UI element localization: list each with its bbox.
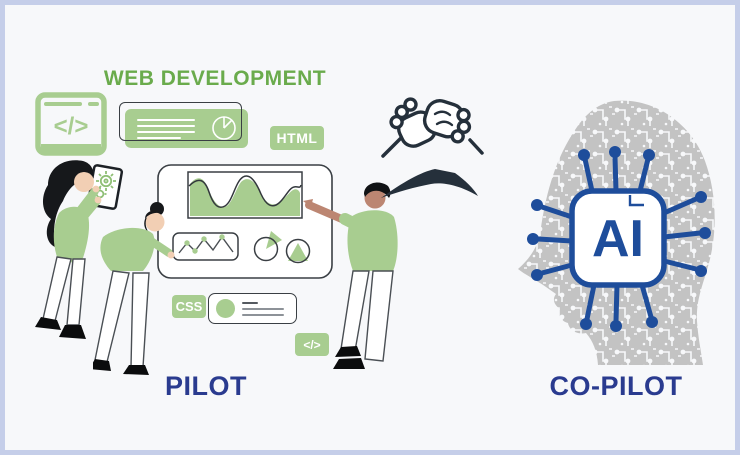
ai-circuit-head: AI [518,100,715,365]
shoes [93,359,149,375]
ai-chip-label: AI [592,210,644,268]
browser-code-glyph: </> [54,113,89,140]
handshake-icon [381,97,484,198]
head [364,187,386,209]
pin-dots [527,146,711,332]
torso [347,210,398,271]
banner-card [125,109,248,148]
torso [100,227,155,271]
head [74,172,94,192]
contact-text-lines [242,301,289,316]
hair [364,182,391,198]
avatar-dot [216,299,235,318]
code-badge: </> [295,333,329,356]
web-development-title: WEB DEVELOPMENT [103,67,327,90]
legs [94,270,150,368]
head [145,212,165,232]
torso [53,206,90,263]
shoes [35,317,86,339]
ai-chip: AI [527,146,711,332]
hair [42,160,94,247]
legs [42,256,86,326]
browser-window-icon: </> [35,92,107,156]
hand [167,251,175,259]
legs [340,270,394,362]
pointing-hand [303,199,313,207]
css-badge: CSS [172,295,206,318]
html-badge: HTML [270,126,324,150]
right-fist [422,98,472,144]
banner-text-lines [137,115,197,143]
dashboard-panel [157,164,333,279]
shoes [333,346,365,369]
line-chart [172,232,239,261]
pie-chart-2 [285,238,311,264]
copilot-label: CO-PILOT [549,371,683,401]
banner-card-outline [119,102,242,141]
person-man-pointing [303,182,398,369]
area-chart [187,171,303,219]
person-woman-tablet [35,160,124,339]
pie-chart-icon [212,116,236,140]
person-woman-pointing [93,202,175,375]
pilot-label: PILOT [165,371,247,401]
contact-card [208,293,297,324]
pie-chart-1 [253,231,282,262]
